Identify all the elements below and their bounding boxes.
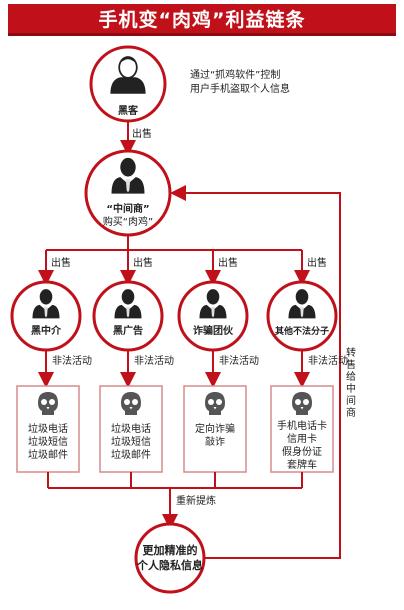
use-item: 定向诈骗 — [195, 424, 235, 435]
hacker-node — [89, 45, 167, 123]
use-item: 信用卡 — [287, 434, 317, 445]
middleman-label-line2: 购买“肉鸡” — [102, 217, 154, 228]
use-item: 手机电话卡 — [277, 421, 327, 432]
use-list-2: 垃圾电话 垃圾短信 垃圾邮件 — [111, 423, 151, 462]
buyer-node-4 — [266, 280, 338, 352]
buyer-node-3 — [177, 280, 249, 352]
sell-label-buyer-4: 出售 — [307, 258, 327, 269]
buyer-label-2: 黑广告 — [113, 326, 143, 337]
hacker-label: 黑客 — [118, 106, 138, 117]
use-item: 垃圾邮件 — [28, 450, 68, 461]
result-label-line2: 个人隐私信息 — [137, 559, 203, 572]
use-list-1: 垃圾电话 垃圾短信 垃圾邮件 — [28, 423, 68, 462]
result-node — [134, 522, 206, 594]
illegal-label-1: 非法活动 — [52, 356, 92, 367]
use-list-4: 手机电话卡 信用卡 假身份证 套牌车 — [277, 420, 327, 472]
use-item: 垃圾短信 — [28, 437, 68, 448]
resell-loop-arrow — [170, 185, 341, 559]
sell-label-buyer-1: 出售 — [51, 258, 71, 269]
use-item: 垃圾电话 — [28, 424, 68, 435]
use-item: 垃圾电话 — [111, 424, 151, 435]
sell-label-hacker: 出售 — [132, 129, 152, 140]
use-item: 垃圾邮件 — [111, 450, 151, 461]
buyer-label-3: 诈骗团伙 — [193, 326, 233, 337]
illegal-label-2: 非法活动 — [134, 356, 174, 367]
sell-label-buyer-2: 出售 — [133, 258, 153, 269]
refine-label: 重新提炼 — [176, 496, 216, 507]
use-item: 假身份证 — [282, 447, 322, 458]
use-item: 套牌车 — [287, 460, 317, 471]
result-label-line1: 更加精准的 — [142, 544, 198, 557]
use-item: 敲诈 — [205, 437, 225, 448]
illegal-label-4: 非法活动 — [308, 356, 348, 367]
buyer-node-2 — [92, 280, 164, 352]
buyer-node-1 — [10, 280, 82, 352]
use-list-3: 定向诈骗 敲诈 — [195, 423, 235, 449]
use-item: 垃圾短信 — [111, 437, 151, 448]
hacker-person-icon — [110, 56, 146, 94]
sell-label-buyer-3: 出售 — [218, 258, 238, 269]
page-title: 手机变“肉鸡”利益链条 — [98, 9, 306, 31]
title-bar: 手机变“肉鸡”利益链条 — [8, 4, 396, 36]
buyer-label-1: 黑中介 — [31, 326, 61, 337]
hacker-description-line2: 用户手机盗取个人信息 — [190, 84, 290, 95]
illegal-label-3: 非法活动 — [219, 356, 259, 367]
hacker-description-line1: 通过“抓鸡软件”控制 — [190, 70, 281, 81]
resell-label: 转售给中间商 — [346, 348, 356, 419]
middleman-label-line1: “中间商” — [106, 204, 150, 215]
buyer-label-4: 其他不法分子 — [274, 327, 330, 337]
